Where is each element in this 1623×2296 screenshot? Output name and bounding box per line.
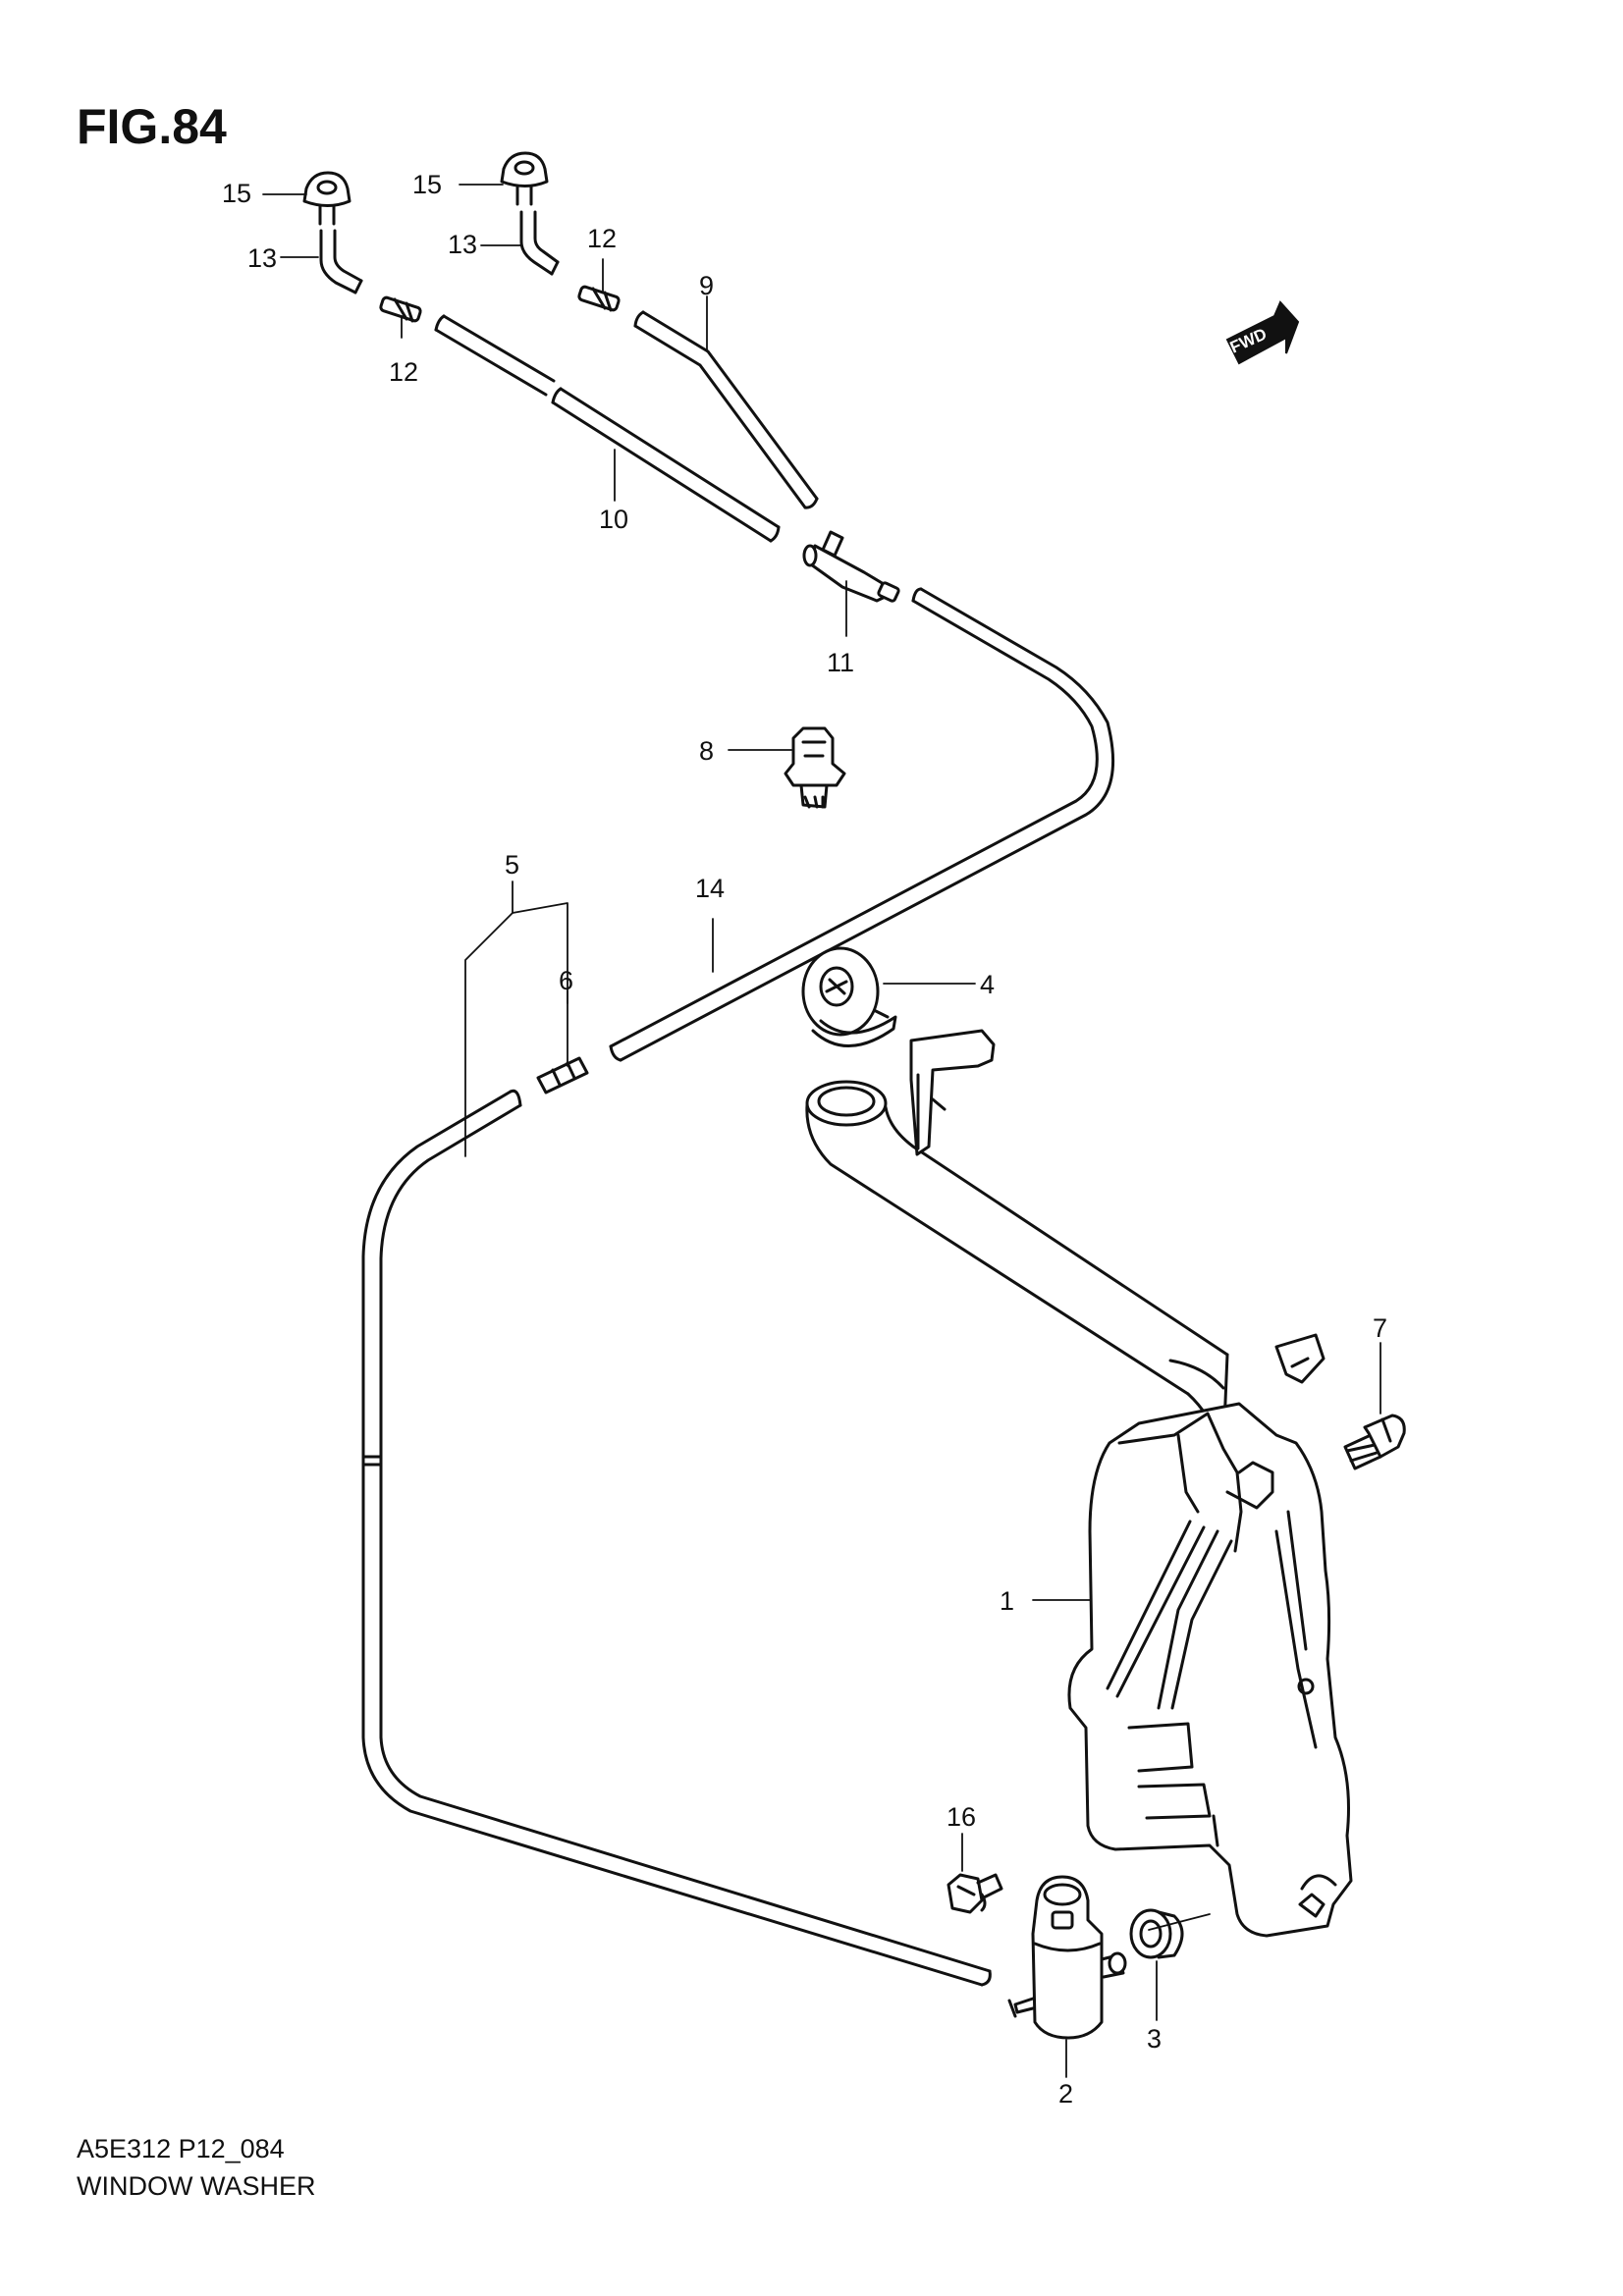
- diagram-caption: WINDOW WASHER: [77, 2171, 316, 2201]
- callout-6: 6: [559, 966, 573, 995]
- hose-5-part: [361, 1089, 992, 1987]
- callout-16: 16: [947, 1802, 976, 1832]
- callout-1: 1: [1000, 1586, 1014, 1616]
- callout-5: 5: [505, 850, 519, 880]
- callout-2: 2: [1058, 2079, 1073, 2109]
- callout-13-right: 13: [448, 230, 477, 259]
- callout-9: 9: [699, 271, 714, 300]
- hose-14-part: [609, 587, 1115, 1062]
- elbow-hose-left-part: [319, 229, 363, 294]
- three-way-joint-part: [802, 530, 900, 603]
- callout-12-upper: 12: [587, 224, 617, 253]
- hose-9-part: [633, 310, 819, 509]
- bolt-7-part: [1343, 1414, 1406, 1470]
- drawing-code: A5E312 P12_084: [77, 2134, 285, 2163]
- washer-pump-part: [1007, 1875, 1127, 2040]
- callout-8: 8: [699, 736, 714, 766]
- nozzle-left-part: [302, 171, 352, 226]
- reservoir-tank-part: [805, 1029, 1353, 1938]
- callout-14: 14: [695, 874, 725, 903]
- callout-13-left: 13: [247, 243, 277, 273]
- elbow-hose-right-part: [519, 210, 560, 276]
- callout-4: 4: [980, 970, 995, 999]
- callout-7: 7: [1373, 1313, 1387, 1343]
- joint-left-part: [379, 295, 422, 323]
- callout-numbers: 15 15 13 13 12 12 9 10 11 8 5 14 6 4 7 1…: [222, 170, 1387, 2109]
- joint-right-part: [577, 285, 621, 312]
- hose-10-part: [434, 314, 781, 543]
- joint-6-part: [536, 1056, 589, 1095]
- callout-11: 11: [827, 648, 854, 677]
- callout-15-left: 15: [222, 179, 251, 208]
- bolt-16-part: [947, 1873, 1003, 1914]
- filler-cap-part: [801, 946, 897, 1047]
- figure-title: FIG.84: [77, 99, 227, 154]
- fwd-direction-marker: FWD: [1225, 300, 1300, 365]
- callout-10: 10: [599, 505, 628, 534]
- forward-arrow-icon: [1225, 300, 1300, 365]
- nozzle-right-part: [500, 151, 549, 206]
- callout-12-lower: 12: [389, 357, 418, 387]
- leader-lines: [262, 184, 1381, 2078]
- clip-part: [784, 726, 846, 809]
- callout-3: 3: [1147, 2024, 1162, 2054]
- callout-15-right: 15: [412, 170, 442, 199]
- grommet-part: [1129, 1908, 1184, 1959]
